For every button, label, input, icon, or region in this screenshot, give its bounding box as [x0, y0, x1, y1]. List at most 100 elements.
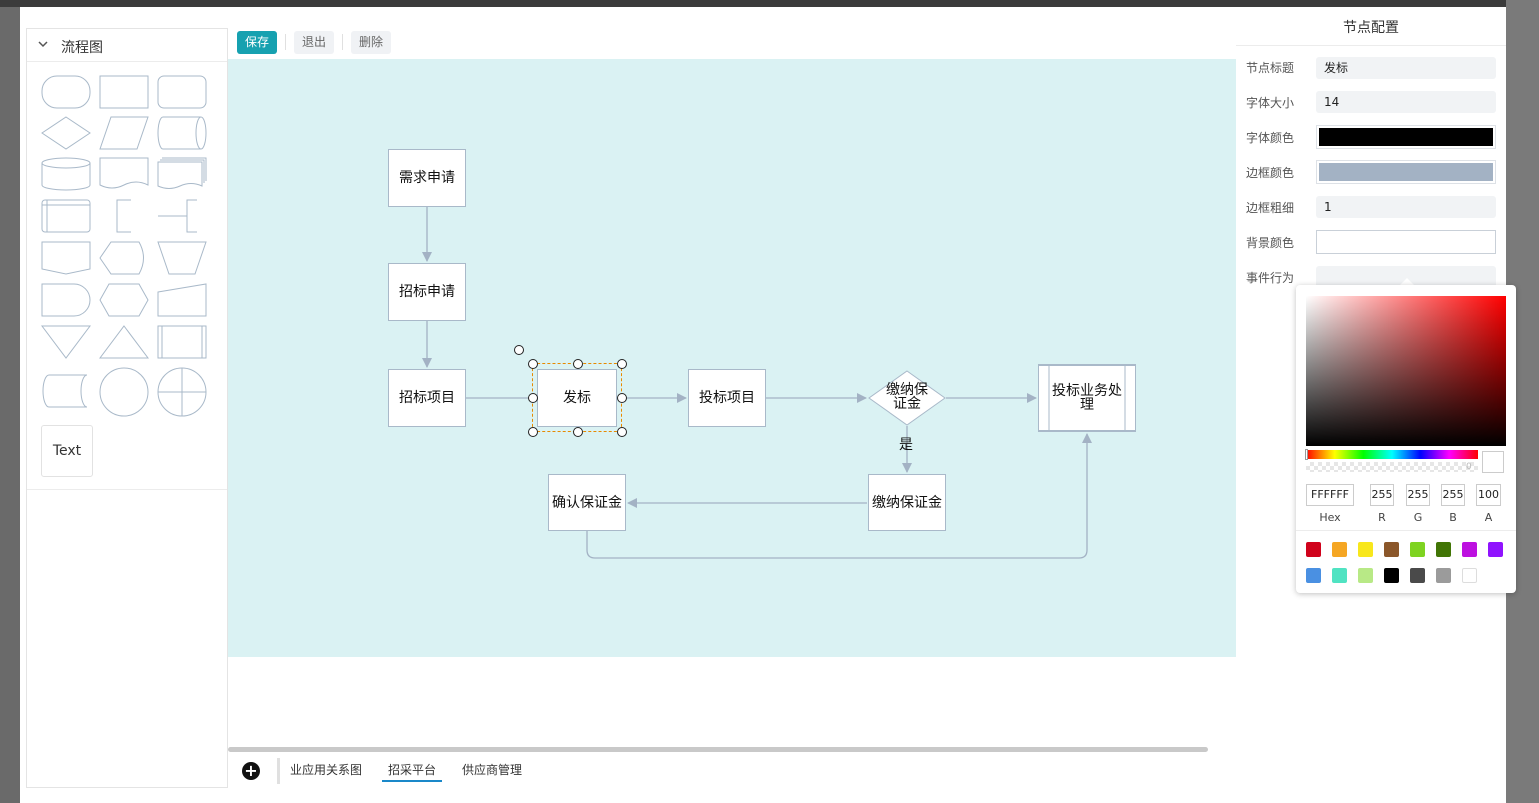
internal-storage-shape[interactable]	[41, 199, 91, 233]
node-n9[interactable]: 确认保证金	[548, 474, 626, 531]
triangle-down-shape[interactable]	[41, 325, 91, 359]
node-config-panel: 节点配置 节点标题 发标 字体大小 14 字体颜色 边框颜色 边框粗细 1 背景…	[1236, 7, 1506, 803]
rounded-rect-shape[interactable]	[41, 75, 91, 109]
green-input[interactable]: 255	[1406, 484, 1430, 506]
node-n4[interactable]: 发标	[537, 369, 617, 427]
diagram-canvas[interactable]: 需求申请 招标申请 招标项目 发标 投标项目 缴纳保证金 投标业务处理 是 缴纳…	[228, 59, 1236, 657]
alpha-label: A	[1484, 511, 1493, 524]
node-n5[interactable]: 投标项目	[688, 369, 766, 427]
tab-app-relations[interactable]: 业应用关系图	[290, 763, 363, 777]
preset-color-swatch[interactable]	[1436, 542, 1451, 557]
resize-handle-s[interactable]	[573, 427, 583, 437]
resize-handle-nw[interactable]	[528, 359, 538, 369]
field-label-font-color: 字体颜色	[1246, 131, 1295, 145]
hexagon-shape[interactable]	[99, 283, 149, 317]
alpha-slider[interactable]	[1306, 462, 1478, 472]
cylinder-shape[interactable]	[41, 157, 91, 191]
tab-supplier-management[interactable]: 供应商管理	[462, 763, 523, 777]
preset-color-swatch[interactable]	[1462, 568, 1477, 583]
hue-slider[interactable]	[1306, 450, 1478, 459]
toolbar-divider	[342, 34, 343, 50]
horizontal-scrollbar[interactable]	[228, 747, 1208, 752]
selection-box	[532, 363, 622, 432]
rounded-rect-shape-2[interactable]	[157, 75, 207, 109]
text-shape[interactable]: Text	[41, 425, 93, 477]
stored-data-shape[interactable]	[41, 369, 91, 413]
preset-color-swatch[interactable]	[1384, 568, 1399, 583]
red-input[interactable]: 255	[1370, 484, 1394, 506]
rotate-handle[interactable]	[514, 345, 524, 355]
preset-color-swatch[interactable]	[1488, 542, 1503, 557]
triangle-up-shape[interactable]	[99, 325, 149, 359]
multi-document-shape[interactable]	[157, 157, 207, 191]
preset-color-swatch[interactable]	[1462, 542, 1477, 557]
node-title-input[interactable]: 发标	[1316, 57, 1496, 79]
preset-color-swatch[interactable]	[1306, 568, 1321, 583]
resize-handle-n[interactable]	[573, 359, 583, 369]
resize-handle-ne[interactable]	[617, 359, 627, 369]
node-n7[interactable]: 投标业务处理	[1038, 364, 1136, 432]
resize-handle-sw[interactable]	[528, 427, 538, 437]
annotation-shape[interactable]	[157, 199, 207, 233]
diagram-edges	[422, 207, 1092, 559]
red-label: R	[1378, 511, 1386, 524]
preset-color-swatch[interactable]	[1306, 542, 1321, 557]
circle-shape[interactable]	[99, 367, 149, 417]
font-color-picker[interactable]	[1316, 125, 1496, 149]
preset-color-swatch[interactable]	[1358, 568, 1373, 583]
node-n2[interactable]: 招标申请	[388, 263, 466, 321]
node-n8[interactable]: 缴纳保证金	[868, 474, 946, 531]
config-title: 节点配置	[1343, 20, 1399, 36]
font-size-input[interactable]: 14	[1316, 91, 1496, 113]
preset-color-swatch[interactable]	[1332, 568, 1347, 583]
preset-color-swatch[interactable]	[1410, 568, 1425, 583]
color-picker-popup: 0 FFFFFF 255 255 255 100 Hex R G B A	[1296, 285, 1516, 593]
preset-color-swatch[interactable]	[1410, 542, 1425, 557]
node-n1[interactable]: 需求申请	[388, 149, 466, 207]
rect-shape[interactable]	[99, 75, 149, 109]
saturation-value-area[interactable]	[1306, 296, 1506, 446]
diamond-shape[interactable]	[41, 116, 91, 150]
node-n6-shape[interactable]	[868, 370, 946, 426]
alpha-input[interactable]: 100	[1476, 484, 1501, 506]
editor-toolbar: 保存 退出 删除	[228, 28, 1236, 58]
bracket-shape[interactable]	[99, 199, 149, 233]
blue-label: B	[1449, 511, 1457, 524]
preset-color-swatch[interactable]	[1332, 542, 1347, 557]
hex-input[interactable]: FFFFFF	[1306, 484, 1354, 506]
node-n3[interactable]: 招标项目	[388, 369, 466, 427]
summing-junction-shape[interactable]	[157, 367, 207, 417]
border-color-picker[interactable]	[1316, 160, 1496, 184]
cylinder-horizontal-shape[interactable]	[157, 116, 207, 150]
edge-label-yes: 是	[899, 437, 913, 453]
resize-handle-w[interactable]	[528, 393, 538, 403]
delay-shape[interactable]	[41, 283, 91, 317]
predefined-process-shape[interactable]	[157, 325, 207, 359]
preset-color-swatch[interactable]	[1436, 568, 1451, 583]
trapezoid-shape[interactable]	[157, 241, 207, 275]
exit-button[interactable]: 退出	[294, 31, 335, 54]
manual-input-shape[interactable]	[157, 283, 207, 317]
border-width-input[interactable]: 1	[1316, 196, 1496, 218]
resize-handle-se[interactable]	[617, 427, 627, 437]
picker-divider	[1296, 530, 1516, 531]
parallelogram-shape[interactable]	[99, 116, 149, 150]
add-tab-button[interactable]: +	[242, 762, 260, 780]
hex-label: Hex	[1319, 511, 1341, 524]
off-page-shape[interactable]	[41, 241, 91, 275]
blue-input[interactable]: 255	[1441, 484, 1465, 506]
event-input[interactable]	[1316, 266, 1496, 288]
hue-slider-handle[interactable]	[1305, 449, 1308, 460]
resize-handle-e[interactable]	[617, 393, 627, 403]
bg-color-picker[interactable]	[1316, 230, 1496, 254]
tab-procurement[interactable]: 招采平台	[382, 760, 443, 782]
display-shape[interactable]	[99, 241, 149, 275]
field-label-event: 事件行为	[1246, 271, 1295, 285]
delete-button[interactable]: 删除	[351, 31, 392, 54]
document-shape[interactable]	[99, 157, 149, 191]
font-color-swatch	[1319, 128, 1493, 146]
palette-header[interactable]: 流程图	[27, 29, 227, 62]
preset-color-swatch[interactable]	[1358, 542, 1373, 557]
save-button[interactable]: 保存	[237, 31, 278, 54]
preset-color-swatch[interactable]	[1384, 542, 1399, 557]
